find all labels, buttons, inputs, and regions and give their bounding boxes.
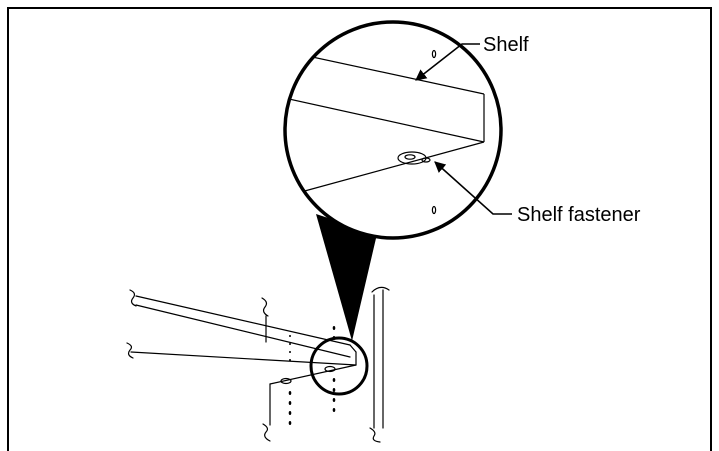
shelf-label: Shelf bbox=[483, 34, 529, 56]
shelf-overview bbox=[126, 286, 390, 443]
upright-hole-dots bbox=[288, 326, 336, 425]
callout-leaders bbox=[415, 43, 512, 215]
magnified-detail-background bbox=[285, 22, 501, 238]
figure-frame bbox=[7, 7, 712, 451]
shelf-fastener-leader-line bbox=[434, 161, 512, 215]
magnified-detail-circle bbox=[283, 20, 503, 240]
shelf-fastener-label: Shelf fastener bbox=[517, 204, 641, 226]
detail-circle bbox=[309, 336, 369, 396]
magnification-wedge bbox=[316, 214, 377, 341]
shelf-leader-line bbox=[415, 43, 480, 81]
